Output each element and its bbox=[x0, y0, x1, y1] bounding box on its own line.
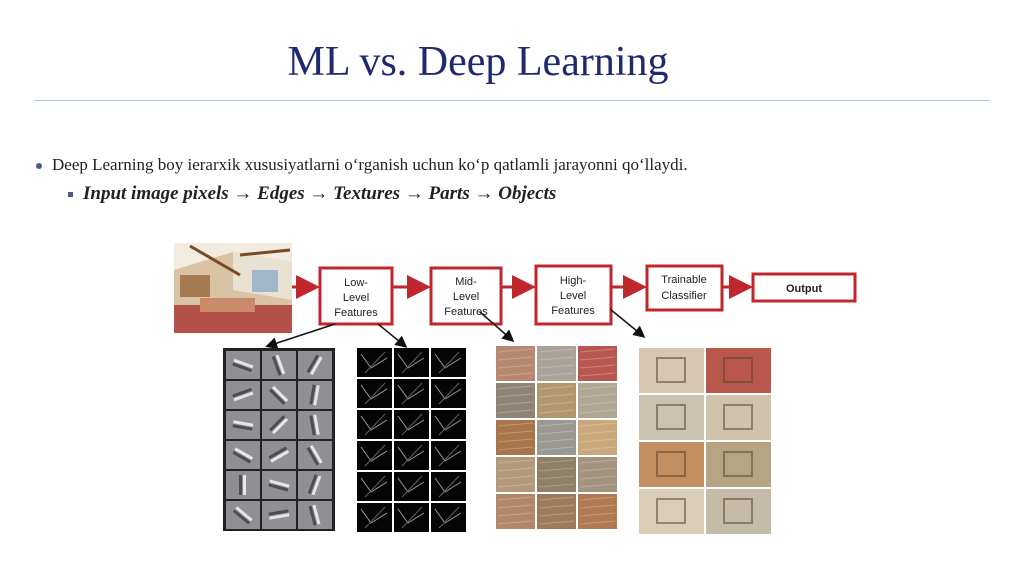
part-feature-grid bbox=[639, 348, 771, 534]
filter-tile bbox=[226, 501, 260, 529]
high-level-features-box: High- Level Features bbox=[534, 264, 613, 326]
texture-tile bbox=[537, 494, 576, 529]
sub-bullet-text: Input image pixels → Edges → Textures → … bbox=[83, 183, 557, 204]
part-tile bbox=[706, 489, 771, 534]
texture-tile bbox=[537, 457, 576, 492]
edge-tile bbox=[431, 503, 466, 532]
edge-tile bbox=[394, 441, 429, 470]
filter-tile bbox=[226, 351, 260, 379]
texture-tile bbox=[578, 346, 617, 381]
low-level-features-box: Low- Level Features bbox=[318, 266, 394, 326]
edge-tile bbox=[431, 410, 466, 439]
box-line: Features bbox=[551, 305, 595, 317]
filter-tile bbox=[226, 381, 260, 409]
title-divider bbox=[34, 100, 990, 101]
mid-level-features-box: Mid- Level Features bbox=[429, 266, 503, 326]
edge-tile bbox=[394, 472, 429, 501]
room-photo bbox=[174, 243, 292, 333]
part-tile bbox=[639, 442, 704, 487]
texture-tile bbox=[496, 420, 535, 455]
texture-tile bbox=[578, 494, 617, 529]
filter-tile bbox=[298, 441, 332, 469]
texture-tile bbox=[578, 420, 617, 455]
pointer-arrows bbox=[265, 308, 646, 349]
part-tile bbox=[639, 489, 704, 534]
box-line: Mid- bbox=[455, 276, 477, 288]
edge-tile bbox=[357, 348, 392, 377]
edge-tile bbox=[357, 441, 392, 470]
edge-feature-grid bbox=[357, 348, 466, 532]
sub-bullet-item: Input image pixels → Edges → Textures → … bbox=[68, 183, 556, 205]
filter-tile bbox=[262, 501, 296, 529]
filter-tile bbox=[298, 501, 332, 529]
filter-tile bbox=[262, 411, 296, 439]
box-line: Level bbox=[453, 291, 479, 303]
edge-tile bbox=[431, 379, 466, 408]
edge-tile bbox=[394, 410, 429, 439]
edge-tile bbox=[357, 379, 392, 408]
edge-tile bbox=[431, 441, 466, 470]
filter-tile bbox=[262, 381, 296, 409]
texture-tile bbox=[578, 383, 617, 418]
filter-tile bbox=[226, 471, 260, 499]
edge-tile bbox=[394, 503, 429, 532]
texture-tile bbox=[496, 346, 535, 381]
edge-tile bbox=[357, 472, 392, 501]
bullet-item: Deep Learning boy ierarxik xususiyatlarn… bbox=[36, 155, 688, 175]
edge-tile bbox=[431, 472, 466, 501]
texture-tile bbox=[496, 494, 535, 529]
edge-tile bbox=[394, 379, 429, 408]
trainable-classifier-box: Trainable Classifier bbox=[645, 264, 724, 312]
box-line: Level bbox=[560, 290, 586, 302]
box-line: Classifier bbox=[661, 290, 707, 302]
texture-tile bbox=[578, 457, 617, 492]
slide-title: ML vs. Deep Learning bbox=[287, 39, 669, 85]
edge-tile bbox=[431, 348, 466, 377]
texture-tile bbox=[537, 383, 576, 418]
texture-tile bbox=[537, 420, 576, 455]
bullet-text: Deep Learning boy ierarxik xususiyatlarn… bbox=[52, 155, 688, 174]
output-box: Output bbox=[751, 272, 857, 303]
edge-tile bbox=[357, 410, 392, 439]
box-line: Level bbox=[343, 292, 369, 304]
box-line: Low- bbox=[344, 277, 368, 289]
filter-tile bbox=[262, 351, 296, 379]
edge-tile bbox=[394, 348, 429, 377]
filter-tile bbox=[262, 441, 296, 469]
part-tile bbox=[639, 348, 704, 393]
filter-tile bbox=[262, 471, 296, 499]
filter-tile bbox=[226, 411, 260, 439]
texture-tile bbox=[537, 346, 576, 381]
box-line: High- bbox=[560, 275, 587, 287]
texture-feature-grid bbox=[496, 346, 617, 529]
box-line: Features bbox=[444, 306, 488, 318]
box-line: Features bbox=[334, 307, 378, 319]
bullet-dot-icon bbox=[36, 163, 42, 170]
part-tile bbox=[706, 348, 771, 393]
part-tile bbox=[706, 395, 771, 440]
texture-tile bbox=[496, 457, 535, 492]
part-tile bbox=[639, 395, 704, 440]
box-line: Trainable bbox=[661, 274, 706, 286]
edge-tile bbox=[357, 503, 392, 532]
box-line: Output bbox=[786, 283, 822, 295]
square-bullet-icon bbox=[68, 192, 73, 198]
part-tile bbox=[706, 442, 771, 487]
filter-tile bbox=[298, 351, 332, 379]
gabor-filter-grid bbox=[223, 348, 335, 531]
filter-tile bbox=[226, 441, 260, 469]
filter-tile bbox=[298, 381, 332, 409]
filter-tile bbox=[298, 411, 332, 439]
filter-tile bbox=[298, 471, 332, 499]
texture-tile bbox=[496, 383, 535, 418]
